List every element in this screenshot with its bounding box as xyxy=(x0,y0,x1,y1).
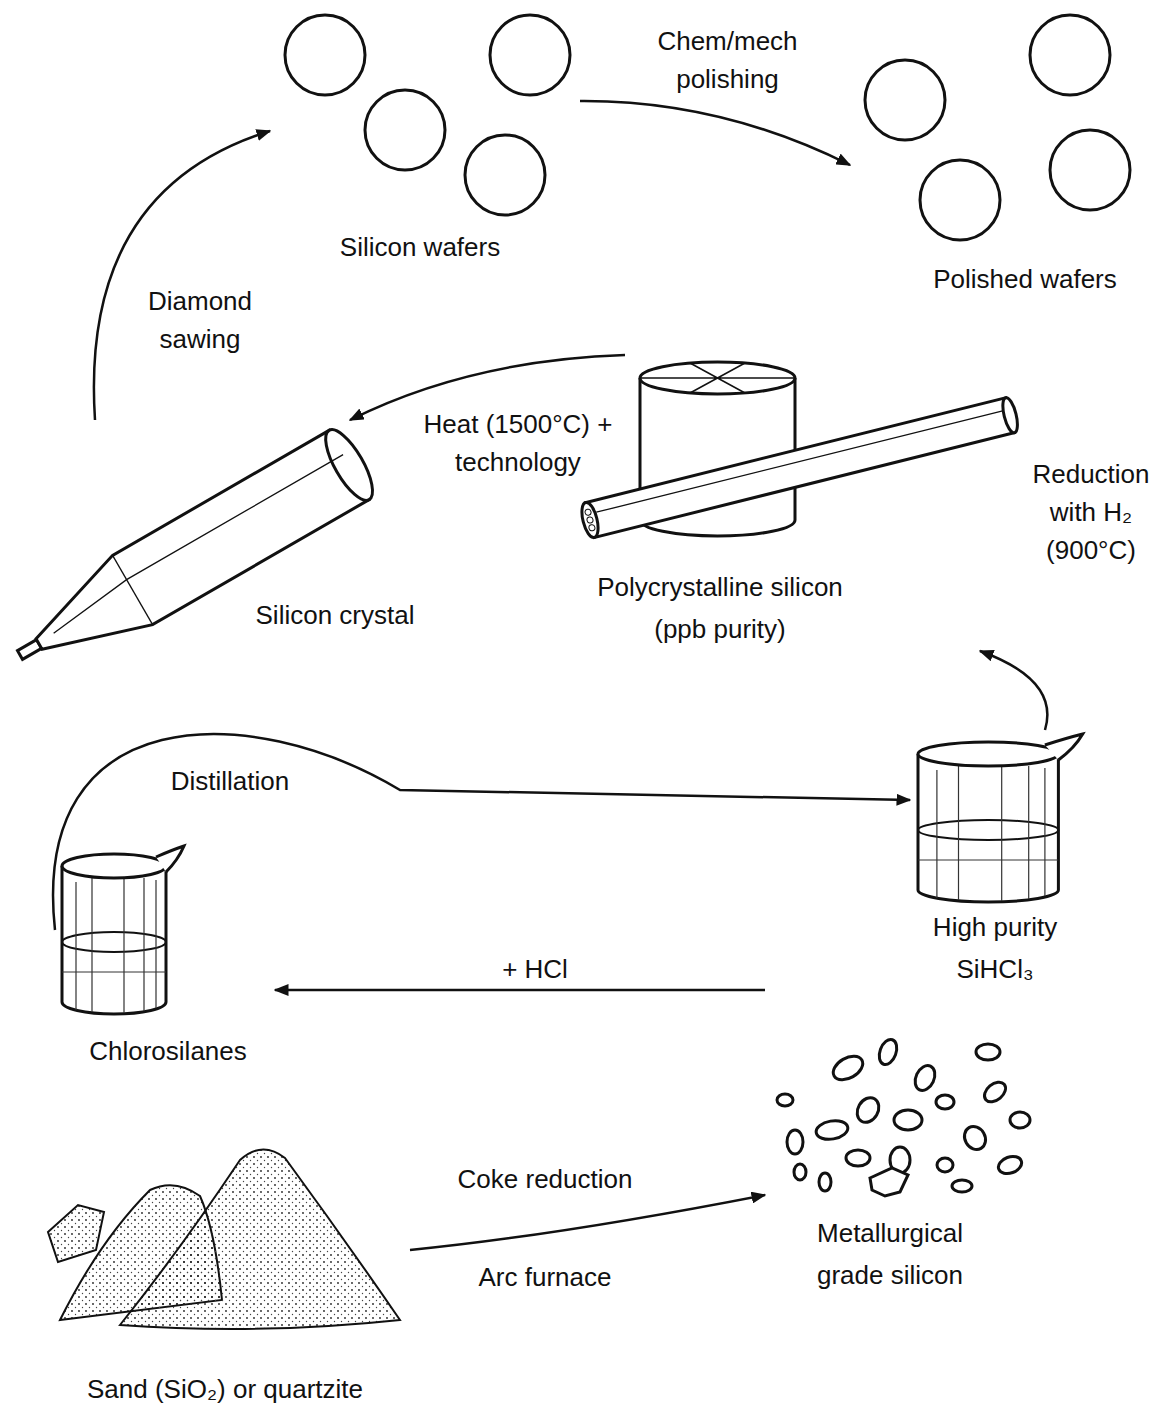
stage-caption: Polished wafers xyxy=(905,258,1145,300)
process-stage: Chlorosilanes xyxy=(55,840,275,1075)
arrow-label: Distillation xyxy=(155,762,305,800)
stage-caption: High purity SiHCl₃ xyxy=(910,906,1080,990)
process-stage: High purity SiHCl₃ xyxy=(910,730,1085,995)
process-stage: Sand (SiO₂) or quartzite xyxy=(40,1135,410,1413)
process-arrow xyxy=(53,734,910,930)
stage-caption: Sand (SiO₂) or quartzite xyxy=(60,1368,390,1410)
arrow-label: Coke reduction xyxy=(420,1160,670,1198)
arrow-label: Chem/mech polishing xyxy=(650,22,805,98)
arrow-label: Heat (1500°C) + technology xyxy=(412,405,624,481)
process-arrow xyxy=(275,989,765,992)
arrow-label: Diamond sawing xyxy=(130,282,270,358)
stage-caption: Silicon wafers xyxy=(300,226,540,268)
process-stage: Polished wafers xyxy=(850,10,1150,302)
process-arrow xyxy=(94,131,270,420)
process-note: Arc furnace xyxy=(445,1258,645,1296)
stage-caption: Chlorosilanes xyxy=(68,1030,268,1072)
process-stage: Silicon wafers xyxy=(270,10,580,272)
process-stage: Polycrystalline silicon (ppb purity) xyxy=(570,355,1025,651)
stage-caption: Polycrystalline silicon (ppb purity) xyxy=(585,566,855,650)
process-stage: Silicon crystal xyxy=(5,420,440,638)
stage-caption: Metallurgical grade silicon xyxy=(790,1212,990,1296)
process-stage: Metallurgical grade silicon xyxy=(765,980,1040,1300)
arrow-label: Reduction with H₂ (900°C) xyxy=(1028,455,1154,569)
stage-caption: Silicon crystal xyxy=(235,594,435,636)
arrow-label: + HCl xyxy=(485,950,585,988)
process-arrow xyxy=(980,651,1047,730)
process-arrow xyxy=(410,1195,765,1250)
process-arrow xyxy=(580,101,850,165)
